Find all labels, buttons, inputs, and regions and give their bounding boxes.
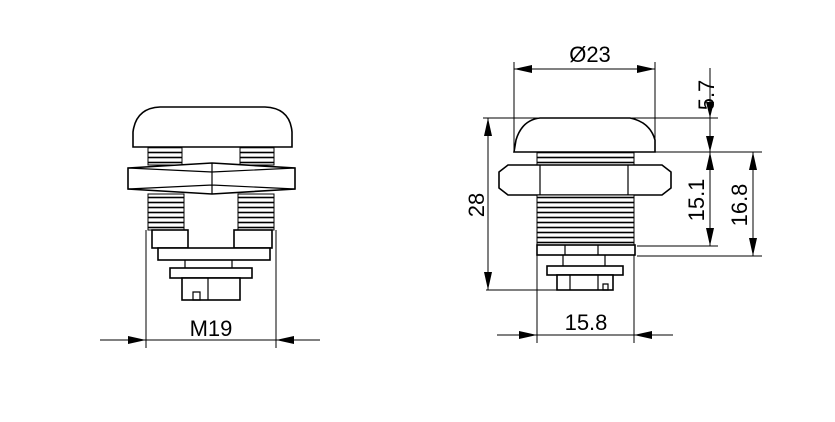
block-right xyxy=(233,229,273,249)
dim-diameter-23: Ø23 xyxy=(569,42,611,67)
cap xyxy=(132,106,293,148)
block-left xyxy=(151,229,189,249)
bottom-washer xyxy=(169,267,253,279)
body-thread xyxy=(536,194,635,246)
thread-left-lower xyxy=(147,193,185,231)
thread-right-lower xyxy=(237,193,275,231)
upper-thread xyxy=(536,151,635,167)
cap xyxy=(513,117,656,153)
dim-m19: M19 xyxy=(190,316,233,341)
base-plate xyxy=(157,247,271,261)
dim-16-8: 16.8 xyxy=(727,184,752,227)
side-view: Ø23 5.7 28 15.1 16.8 15.8 xyxy=(464,42,762,343)
dim-5-7: 5.7 xyxy=(694,80,719,111)
front-view: M19 xyxy=(100,106,320,348)
dim-28: 28 xyxy=(464,193,489,217)
bottom-nut xyxy=(181,277,241,301)
bottom-nut xyxy=(556,274,614,291)
thread-right-upper xyxy=(239,146,275,166)
base-plate xyxy=(536,244,636,256)
thread-left-upper xyxy=(147,146,183,166)
dim-15-8: 15.8 xyxy=(565,310,608,335)
dim-15-1: 15.1 xyxy=(684,179,709,222)
nut xyxy=(498,164,672,196)
bottom-washer xyxy=(546,265,624,276)
